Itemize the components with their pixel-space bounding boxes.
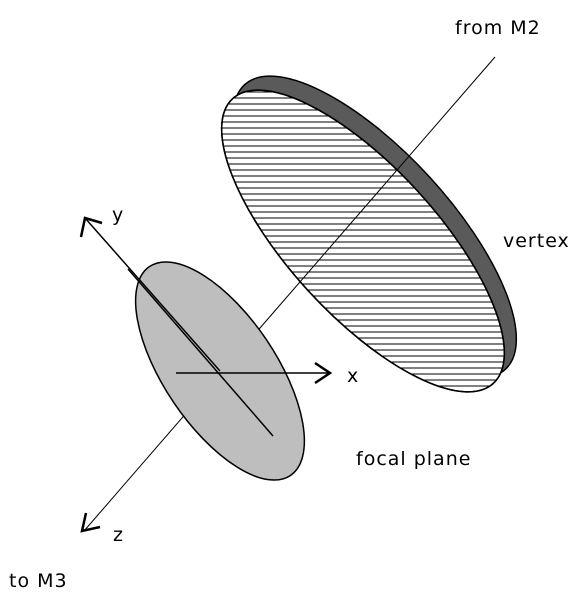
optical-axis	[83, 56, 496, 532]
x-axis-arrowhead	[314, 361, 333, 385]
y-axis-arrowhead	[79, 216, 103, 238]
focal-plane-axis-line	[127, 268, 274, 437]
vertex-label: vertex	[503, 230, 570, 252]
z-axis-arrowhead	[80, 512, 101, 533]
from-m2-label: from M2	[455, 17, 541, 39]
y-axis-line	[84, 217, 221, 372]
focal-plane-label: focal plane	[356, 448, 471, 470]
y-axis-label: y	[112, 204, 124, 226]
to-m3-label: to M3	[9, 570, 68, 592]
z-axis-label: z	[113, 524, 124, 546]
x-axis-label: x	[347, 365, 359, 387]
